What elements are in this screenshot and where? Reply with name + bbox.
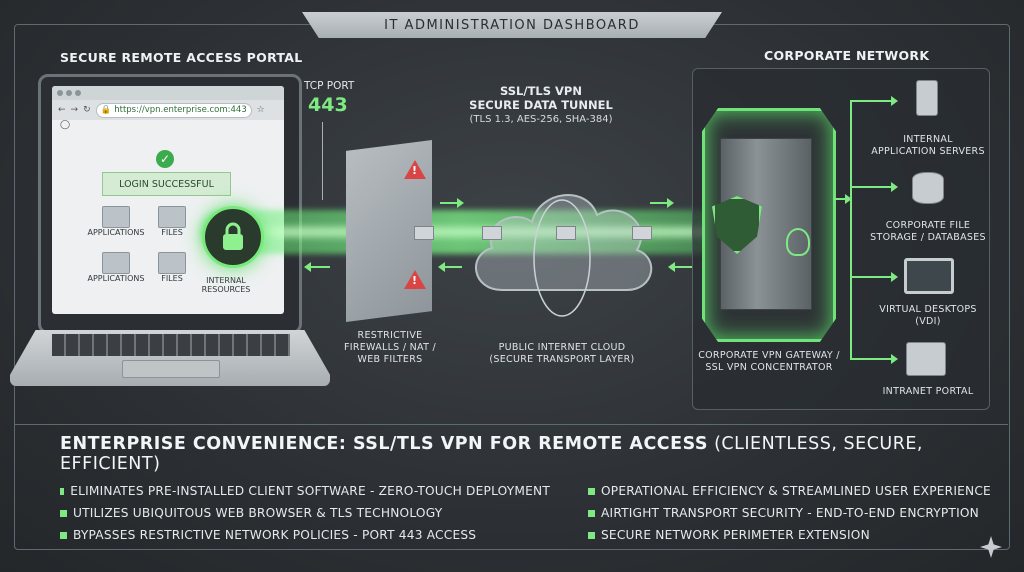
window-dot-icon — [57, 90, 63, 96]
app-label: INTERNAL RESOURCES — [201, 276, 251, 294]
database-icon — [912, 172, 944, 204]
summary-title-main: ENTERPRISE CONVENIENCE: SSL/TLS VPN FOR … — [60, 434, 709, 454]
success-check-icon: ✓ — [156, 150, 174, 168]
trackpad — [122, 360, 220, 378]
arrow-left-icon — [668, 262, 692, 272]
bullets-left: ELIMINATES PRE-INSTALLED CLIENT SOFTWARE… — [60, 484, 550, 542]
connector-line — [850, 100, 852, 360]
star-icon[interactable]: ☆ — [256, 105, 265, 115]
summary-panel: ENTERPRISE CONVENIENCE: SSL/TLS VPN FOR … — [60, 428, 1000, 546]
folder-icon — [158, 206, 186, 228]
bullet-icon — [60, 487, 65, 495]
bullet-icon — [588, 487, 595, 495]
bullet-item: SECURE NETWORK PERIMETER EXTENSION — [588, 528, 991, 542]
bullet-text: SECURE NETWORK PERIMETER EXTENSION — [601, 528, 870, 542]
browser-window: ← → ↻ 🔒 https://vpn.enterprise.com:443 ☆… — [52, 86, 284, 314]
bullet-text: OPERATIONAL EFFICIENCY & STREAMLINED USE… — [601, 484, 991, 498]
app-tile-internal-resources[interactable]: INTERNAL RESOURCES — [198, 276, 254, 294]
resource-label: INTERNAL APPLICATION SERVERS — [871, 134, 985, 157]
resource-label: VIRTUAL DESKTOPS (VDI) — [879, 304, 977, 327]
summary-title-sub: (CLIENTLESS, SECURE, EFFICIENT) — [60, 434, 923, 474]
arrow-right-icon — [834, 194, 852, 204]
arrow-right-icon — [850, 354, 898, 364]
arrow-right-icon — [850, 272, 898, 282]
window-dot-icon — [66, 90, 72, 96]
bullet-icon — [588, 509, 595, 517]
padlock-icon — [202, 206, 264, 268]
firewall-label: RESTRICTIVE FIREWALLS / NAT / WEB FILTER… — [343, 330, 437, 365]
resource-label: INTRANET PORTAL — [882, 386, 974, 397]
url-text: https://vpn.enterprise.com:443 — [114, 105, 247, 115]
bullet-icon — [60, 509, 67, 517]
bullet-item: BYPASSES RESTRICTIVE NETWORK POLICIES - … — [60, 528, 550, 542]
padlock-icon: 🔒 — [100, 105, 112, 115]
arrow-right-icon — [850, 96, 898, 106]
bullet-item: ELIMINATES PRE-INSTALLED CLIENT SOFTWARE… — [60, 484, 550, 498]
arrow-right-icon — [440, 198, 464, 208]
back-icon[interactable]: ← — [58, 105, 66, 115]
cloud-label: PUBLIC INTERNET CLOUD (SECURE TRANSPORT … — [489, 342, 635, 365]
gateway-label: CORPORATE VPN GATEWAY / SSL VPN CONCENTR… — [698, 350, 840, 373]
tcp-port-label: TCP PORT — [304, 80, 355, 92]
tunnel-title-1: SSL/TLS VPN — [500, 84, 582, 98]
port-connector — [322, 122, 323, 200]
app-tile-applications[interactable]: APPLICATIONS — [86, 206, 146, 237]
folder-icon — [158, 252, 186, 274]
url-bar[interactable]: 🔒 https://vpn.enterprise.com:443 — [95, 102, 252, 118]
bullet-item: UTILIZES UBIQUITOUS WEB BROWSER & TLS TE… — [60, 506, 550, 520]
bullet-text: BYPASSES RESTRICTIVE NETWORK POLICIES - … — [73, 528, 477, 542]
tunnel-specs: (TLS 1.3, AES-256, SHA-384) — [469, 114, 613, 125]
globe-icon — [906, 342, 946, 376]
bullet-item: OPERATIONAL EFFICIENCY & STREAMLINED USE… — [588, 484, 991, 498]
bullet-icon — [60, 531, 67, 539]
warning-icon: ! — [404, 270, 426, 289]
data-packet-icon — [556, 226, 576, 240]
portal-title: SECURE REMOTE ACCESS PORTAL — [60, 50, 303, 65]
user-icon[interactable]: ◯ — [60, 120, 71, 130]
app-tile-applications-2[interactable]: APPLICATIONS — [86, 252, 146, 283]
arrow-left-icon — [304, 262, 330, 272]
app-label: APPLICATIONS — [87, 274, 145, 283]
firewall-flame-icon — [786, 228, 810, 256]
summary-title: ENTERPRISE CONVENIENCE: SSL/TLS VPN FOR … — [60, 434, 1000, 474]
bullets-right: OPERATIONAL EFFICIENCY & STREAMLINED USE… — [588, 484, 991, 542]
dashboard-title: IT ADMINISTRATION DASHBOARD — [302, 12, 722, 38]
browser-tabbar — [52, 86, 284, 100]
bullet-text: AIRTIGHT TRANSPORT SECURITY - END-TO-END… — [601, 506, 979, 520]
app-tile-files-2[interactable]: FILES — [152, 252, 192, 283]
app-label: FILES — [161, 228, 183, 237]
keyboard — [52, 334, 290, 356]
vpn-tunnel-core — [210, 227, 710, 237]
summary-divider — [14, 424, 1008, 425]
bullet-text: ELIMINATES PRE-INSTALLED CLIENT SOFTWARE… — [70, 484, 550, 498]
app-label: APPLICATIONS — [87, 228, 145, 237]
corporate-title: CORPORATE NETWORK — [764, 48, 930, 63]
bullet-text: UTILIZES UBIQUITOUS WEB BROWSER & TLS TE… — [73, 506, 443, 520]
app-label: FILES — [161, 274, 183, 283]
tcp-port-value: 443 — [308, 94, 348, 116]
bullet-item: AIRTIGHT TRANSPORT SECURITY - END-TO-END… — [588, 506, 991, 520]
gear-icon — [102, 252, 130, 274]
arrow-right-icon — [650, 198, 674, 208]
arrow-right-icon — [850, 182, 898, 192]
login-status: LOGIN SUCCESSFUL — [102, 172, 231, 196]
warning-icon: ! — [404, 160, 426, 179]
data-packet-icon — [482, 226, 502, 240]
internet-cloud-icon — [475, 194, 653, 317]
tunnel-title-2: SECURE DATA TUNNEL — [469, 98, 613, 112]
arrow-left-icon — [438, 262, 462, 272]
browser-toolbar: ← → ↻ 🔒 https://vpn.enterprise.com:443 ☆ — [52, 100, 284, 120]
reload-icon[interactable]: ↻ — [83, 105, 91, 115]
bullet-icon — [588, 531, 595, 539]
forward-icon[interactable]: → — [70, 105, 79, 115]
monitor-icon — [904, 258, 954, 294]
window-dot-icon — [75, 90, 81, 96]
app-tile-files[interactable]: FILES — [152, 206, 192, 237]
server-icon — [916, 80, 938, 116]
grid-icon — [102, 206, 130, 228]
resource-label: CORPORATE FILE STORAGE / DATABASES — [870, 220, 986, 243]
data-packet-icon — [414, 226, 434, 240]
data-packet-icon — [632, 226, 652, 240]
